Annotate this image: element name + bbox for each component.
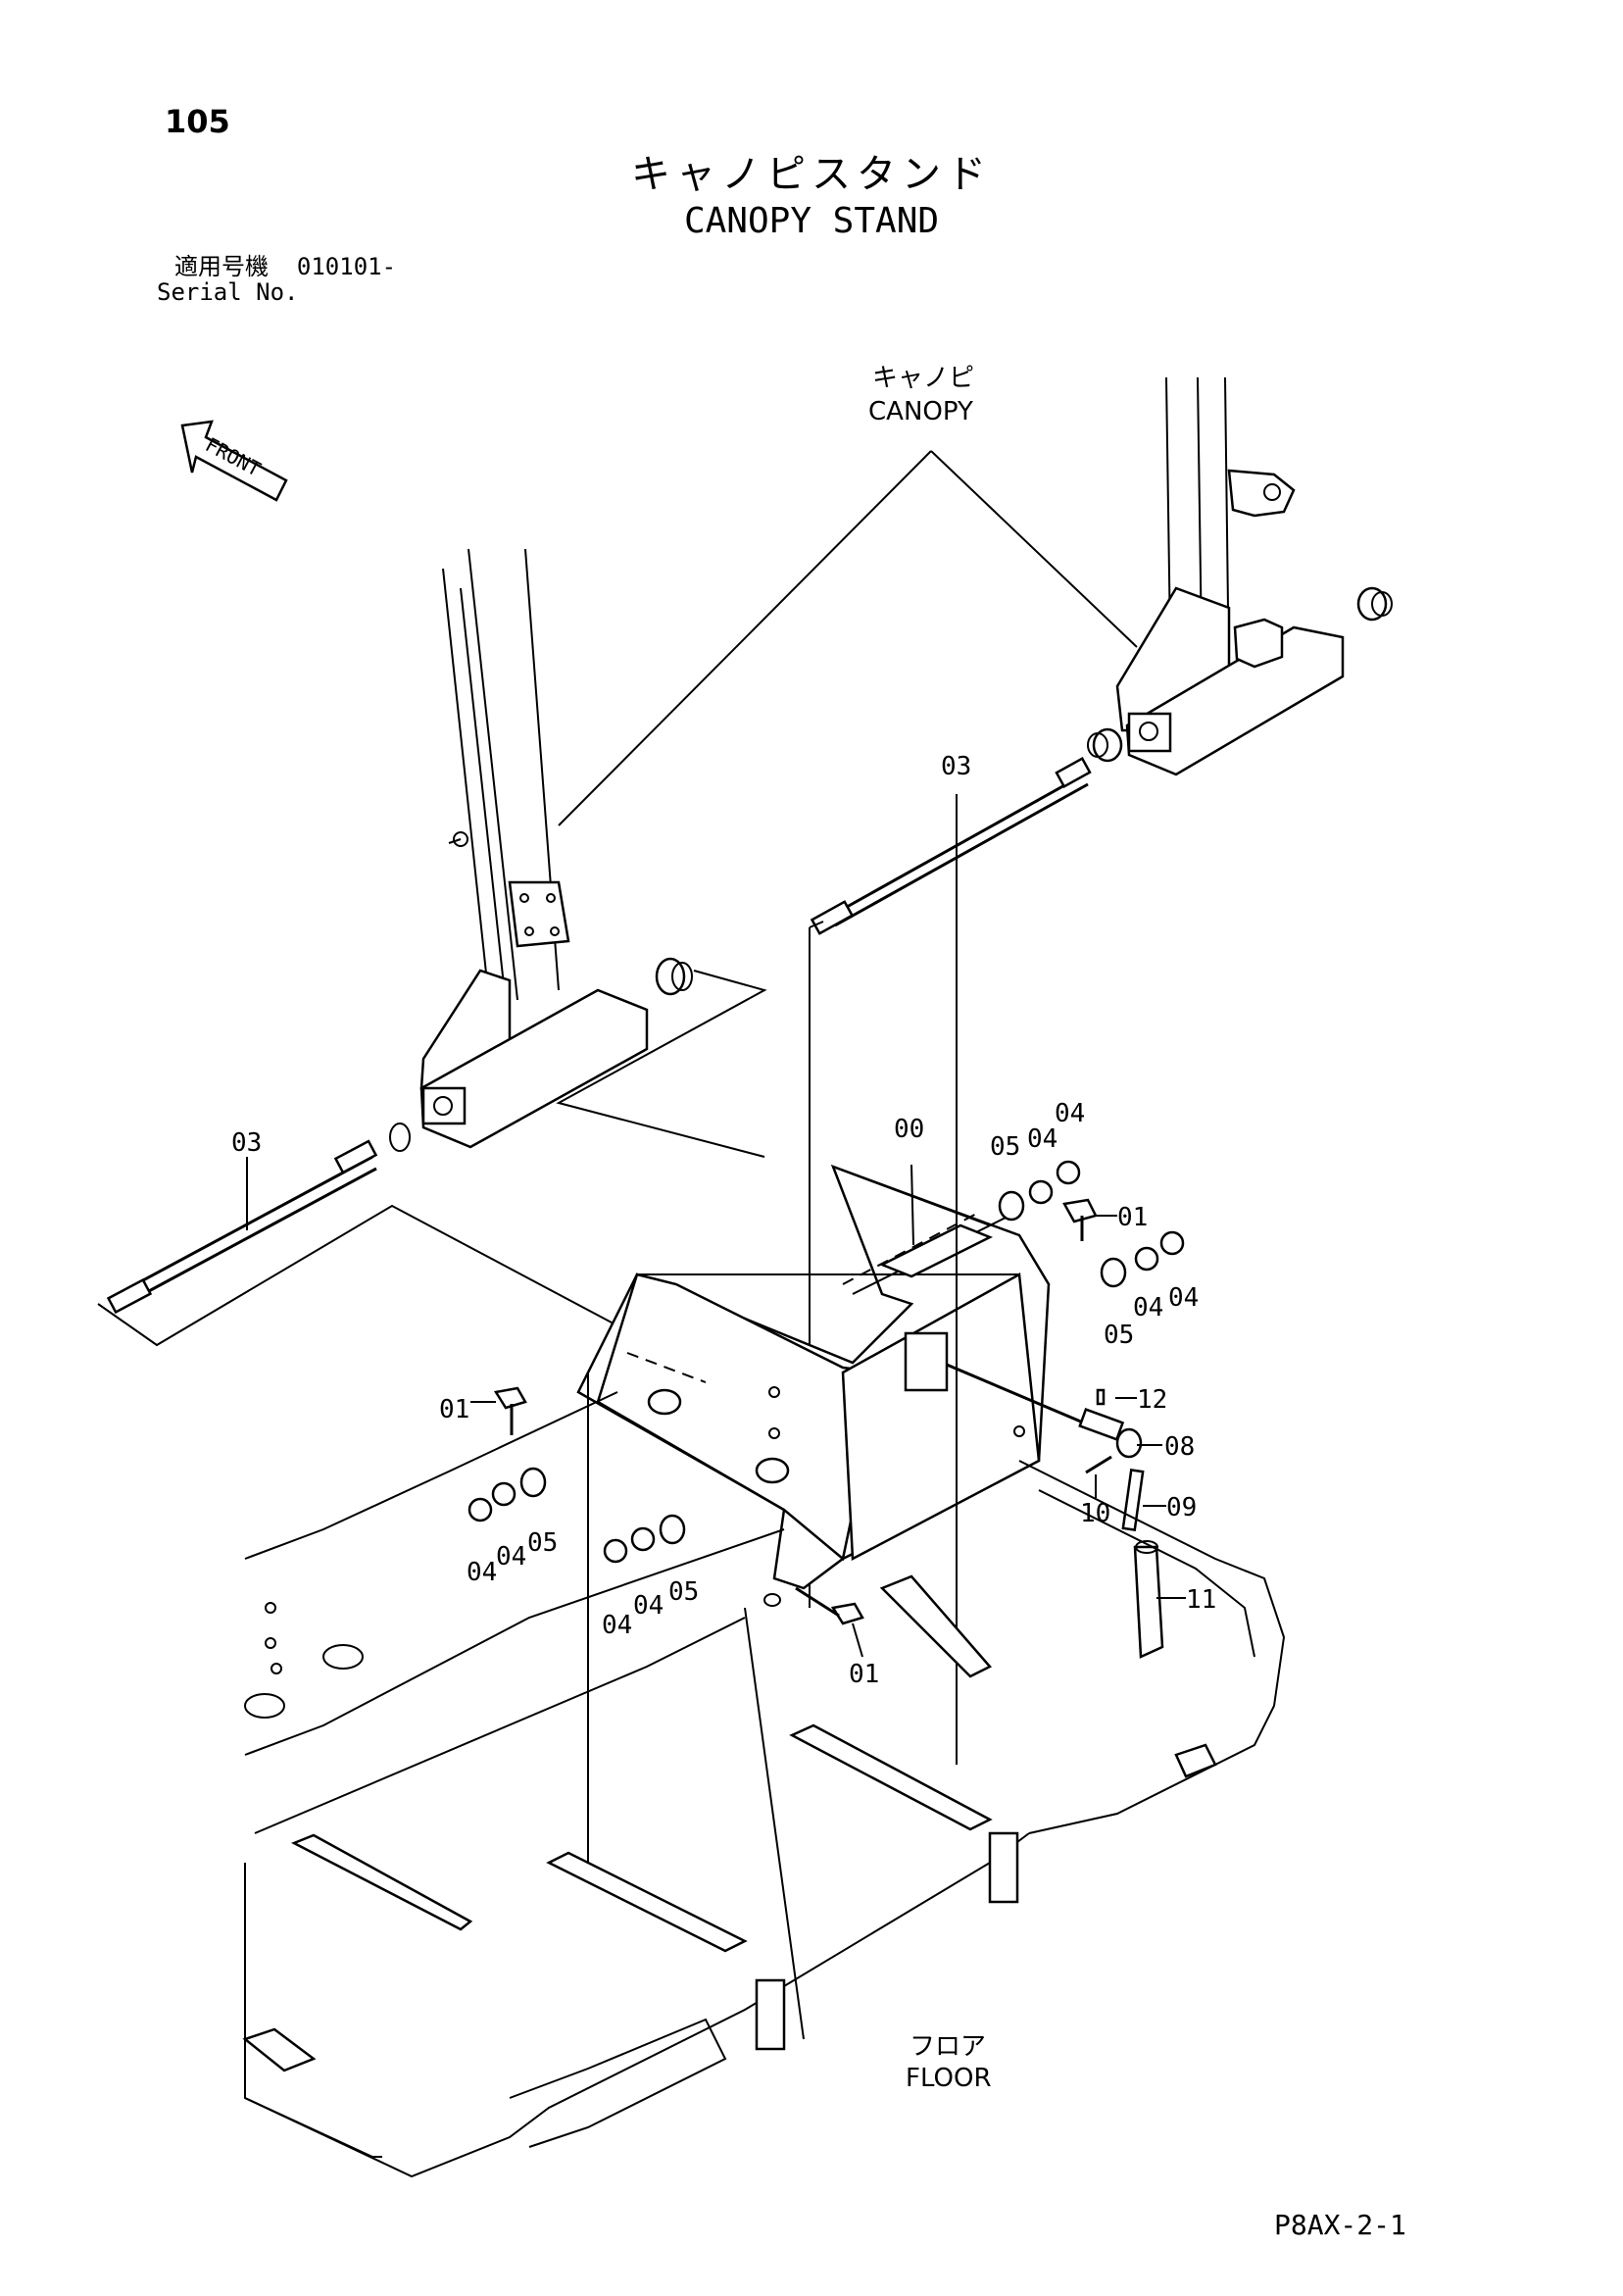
part-label-01-upper: 01	[1117, 1203, 1148, 1232]
part-label-04-f: 04	[496, 1542, 526, 1572]
floor-plate	[242, 1373, 1286, 2178]
fasteners	[467, 1160, 1185, 1659]
part-label-05-d: 05	[668, 1577, 699, 1607]
serial-label-jp-text: 適用号機	[174, 253, 269, 280]
serial-label-english: Serial No.	[157, 278, 299, 306]
title-japanese: キャノピスタンド	[631, 152, 992, 197]
title-english: CANOPY STAND	[683, 201, 940, 241]
drawing-code: P8AX-2-1	[1274, 2209, 1406, 2241]
front-direction-arrow: FRONT	[180, 420, 288, 502]
part-label-12: 12	[1137, 1385, 1167, 1415]
label-leader-lines	[910, 1164, 1186, 1599]
serial-label-japanese: 適用号機 010101-	[174, 255, 396, 278]
part-label-03-right: 03	[941, 752, 971, 781]
part-label-00: 00	[894, 1115, 924, 1144]
part-label-08: 08	[1164, 1432, 1195, 1462]
part-label-01-lower: 01	[849, 1660, 879, 1689]
part-label-04-g: 04	[602, 1611, 632, 1640]
part-label-05-a: 05	[990, 1132, 1020, 1162]
part-label-04-d: 04	[1168, 1283, 1199, 1313]
part-label-04-h: 04	[633, 1591, 664, 1621]
part-label-01-left: 01	[439, 1395, 469, 1424]
floor-label-en: FLOOR	[906, 2064, 992, 2093]
part-label-11: 11	[1186, 1585, 1216, 1615]
canopy-leader-lines	[558, 450, 1138, 826]
page-number: 105	[165, 103, 230, 140]
part-label-04-c: 04	[1133, 1293, 1163, 1323]
part-label-09: 09	[1166, 1493, 1197, 1522]
left-canopy-post	[419, 548, 649, 1149]
floor-label-jp: フロア	[910, 2032, 986, 2062]
right-canopy-post	[1087, 376, 1393, 776]
part-label-05-b: 05	[1104, 1321, 1134, 1350]
left-bushing	[556, 957, 767, 1158]
part-label-10: 10	[1080, 1499, 1110, 1528]
part-label-04-e: 04	[467, 1558, 497, 1587]
canopy-label-en: CANOPY	[868, 397, 973, 426]
part-label-04-b: 04	[1055, 1099, 1085, 1128]
canopy-stand-base	[576, 833, 1051, 1765]
part-label-05-c: 05	[527, 1528, 558, 1558]
stud-03-left	[97, 1123, 707, 1373]
part-label-03-left: 03	[231, 1128, 262, 1158]
serial-number-value: 010101-	[296, 253, 397, 280]
part-label-04-a: 04	[1027, 1124, 1057, 1154]
canopy-label-jp: キャノピ	[872, 364, 974, 393]
